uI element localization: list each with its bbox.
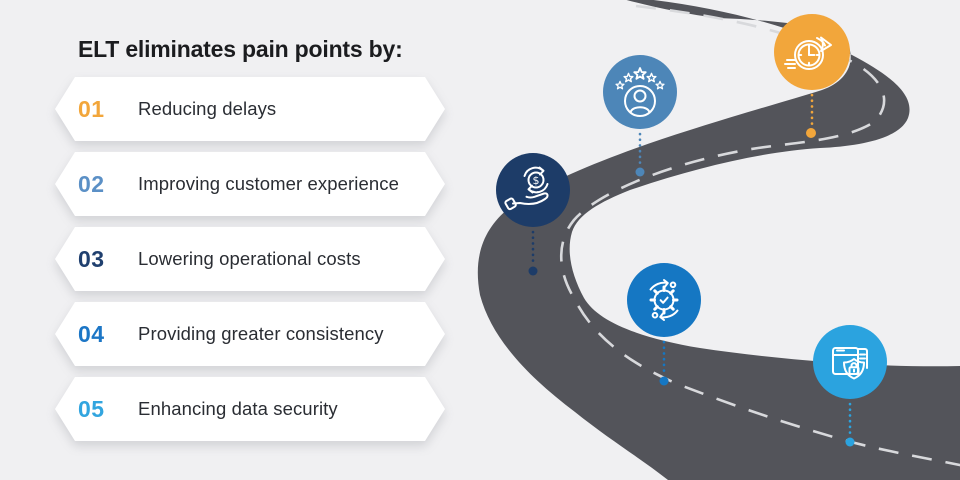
item-label: Enhancing data security [138,398,338,419]
milestone-dot-process [659,376,669,386]
road-center-line [559,4,960,467]
list-item-01: 01 Reducing delays [55,77,445,141]
list-item-02: 02 Improving customer experience [55,152,445,216]
list-item-05: 05 Enhancing data security [55,377,445,441]
item-label: Lowering operational costs [138,248,361,269]
item-number: 01 [78,95,105,122]
speed-clock-icon [774,14,850,90]
page-title: ELT eliminates pain points by: [78,36,403,62]
pain-points-panel: ELT eliminates pain points by: 01 Reduci… [0,0,470,480]
item-label: Improving customer experience [138,173,399,194]
process-check-icon [627,263,701,337]
item-number: 04 [78,320,105,347]
road-shape [477,0,960,480]
item-label: Providing greater consistency [138,323,384,344]
item-number: 05 [78,395,105,422]
milestone-dot-speed [806,128,816,138]
customer-stars-icon [603,55,677,129]
item-label: Reducing delays [138,98,277,119]
list-item-04: 04 Providing greater consistency [55,302,445,366]
milestone-stems [531,93,852,436]
milestone-dot-folder [845,437,855,447]
money-hand-icon: $ [496,153,570,227]
milestone-dot-money [528,266,538,276]
item-number: 03 [78,245,105,272]
list-item-03: 03 Lowering operational costs [55,227,445,291]
milestone-dot-customer [635,167,645,177]
secure-folder-icon [813,325,887,399]
svg-text:$: $ [533,174,540,187]
item-number: 02 [78,170,105,197]
